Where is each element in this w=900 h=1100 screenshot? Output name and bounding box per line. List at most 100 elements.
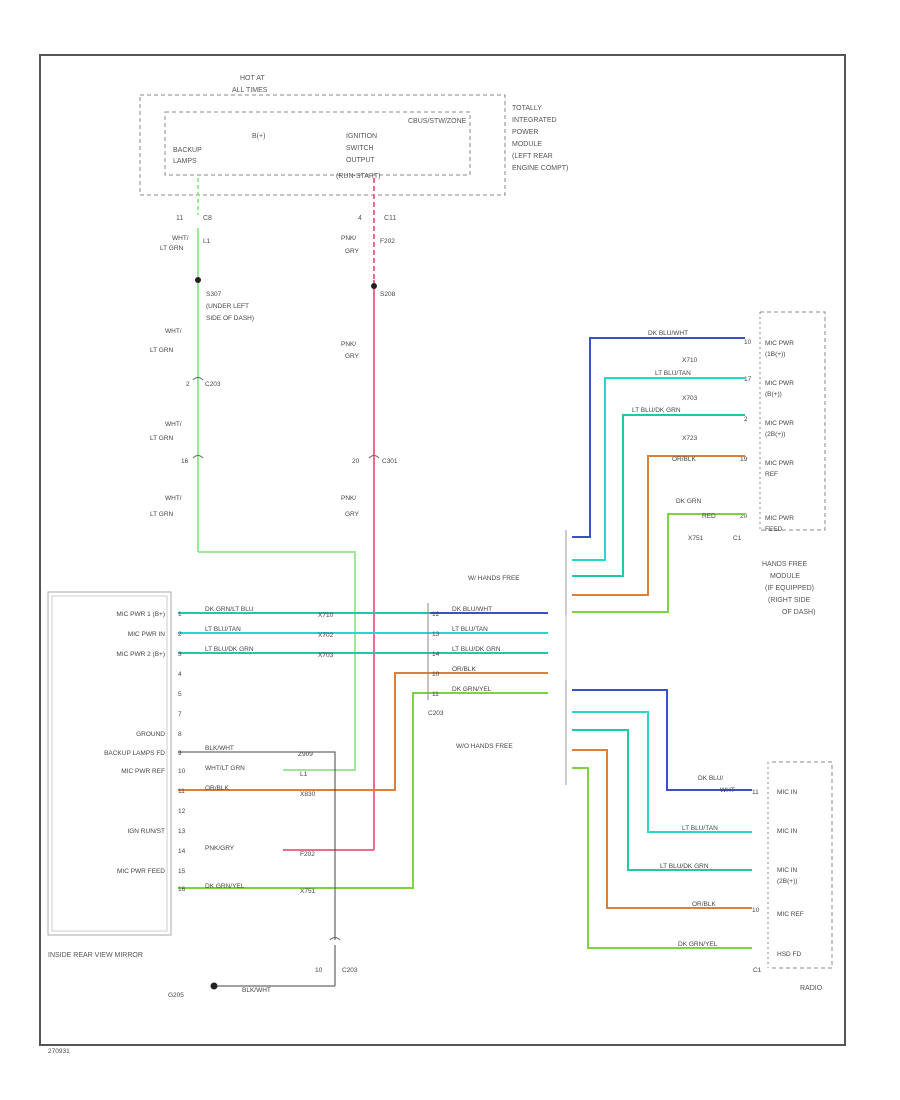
tipm-hot-at: HOT AT [240, 75, 265, 82]
c203-r1-wire: DK BLU/WHT [452, 606, 492, 613]
hfm-pin3-num: 2 [744, 416, 748, 423]
c203-r4-wire: OR/BLK [452, 666, 477, 673]
hfm-pin4-l2: REF [765, 471, 778, 478]
mw10-wire: OR/BLK [205, 785, 230, 792]
hfm-wire-or-blk [572, 455, 745, 596]
lw-seg1-a: WHT/ [172, 235, 189, 242]
hfm-pin1-l1: MIC PWR [765, 340, 794, 347]
hfm-wire-dkgrn [572, 513, 745, 613]
lw-seg4-a: WHT/ [165, 495, 182, 502]
tipm-label-box: CBUS/STW/ZONE [408, 118, 467, 125]
tipm-ign-1: IGNITION [346, 133, 377, 140]
mirror-pin-number: 15 [178, 868, 186, 875]
mirror-pin-label: MIC PWR 1 (B+) [116, 611, 165, 618]
tipm-backup-1: BACKUP [173, 147, 202, 154]
lw-seg1-circuit: L1 [203, 238, 211, 245]
rw-seg1-circuit: F202 [380, 238, 395, 245]
rw-splice: S208 [380, 291, 396, 298]
lw-splice-3: SIDE OF DASH) [206, 315, 254, 322]
mw1-wire: DK GRN/LT BLU [205, 606, 254, 613]
radio-pin3-label: MIC IN [777, 867, 798, 874]
hfm-pin2-l1: MIC PWR [765, 380, 794, 387]
c203-r2-pin: 13 [432, 631, 440, 638]
rw-seg3-b: GRY [345, 511, 360, 518]
tipm-backup-2: LAMPS [173, 158, 197, 165]
mirror-c203-wires: C203 12 DK BLU/WHT 13 LT BLU/TAN 14 LT B… [178, 603, 548, 940]
hfm-conn: C1 [733, 535, 742, 542]
mirror-name: INSIDE REAR VIEW MIRROR [48, 952, 143, 959]
hfm-wire3-circuit: X703 [682, 395, 698, 402]
radio-wire-orblk [572, 749, 752, 909]
hfm-name-2: MODULE [770, 573, 800, 580]
hfm-pin1-num: 10 [744, 339, 752, 346]
mirror-pin-label: MIC PWR IN [128, 631, 165, 638]
lw-c1-pin: 2 [186, 381, 190, 388]
hfm-pin2-num: 17 [744, 376, 752, 383]
ground-wire-label: BLK/WHT [242, 987, 271, 994]
split-without-hf: W/O HANDS FREE [456, 743, 513, 750]
hfm-wire-ltblu-tan [572, 377, 745, 561]
mw13-circuit: F202 [300, 851, 315, 858]
rw-seg2-a: PNK/ [341, 341, 356, 348]
c203-r5-pin: 11 [432, 691, 439, 698]
mirror-pin-label: MIC PWR REF [121, 768, 165, 775]
mirror-pin-number: 14 [178, 848, 186, 855]
mirror-pin-label: MIC PWR 2 (B+) [116, 651, 165, 658]
hfm-pin4-num: 19 [740, 456, 748, 463]
radio-pin2-label: MIC IN [777, 828, 798, 835]
rw-c-pin: 20 [352, 458, 360, 465]
mirror-pin-label: GROUND [136, 731, 165, 738]
hfm-pin5-l1: MIC PWR [765, 515, 794, 522]
hfm-name-4: (RIGHT SIDE [768, 597, 811, 604]
c203-r1-pin: 12 [432, 611, 440, 618]
lw-conn-mark-2 [192, 455, 204, 459]
backup-wire-route [198, 551, 356, 771]
ground-circuit: 10 C203 BLK/WHT G205 [168, 937, 358, 999]
mirror-pin-label: IGN RUN/ST [127, 828, 165, 835]
c203-r2-wire: LT BLU/TAN [452, 626, 488, 633]
mirror-pin-number: 7 [178, 711, 182, 718]
lw-seg2-b: LT GRN [150, 347, 174, 354]
hfm-wire4-circuit: X723 [682, 435, 698, 442]
mw3-circuit: X703 [318, 652, 334, 659]
mw2-wire: LT BLU/TAN [205, 626, 241, 633]
figure-code: 270931 [48, 1048, 70, 1055]
rw-conn-mark [368, 455, 380, 459]
radio-pin3-label2: (2B(+)) [777, 878, 797, 885]
mirror-box-inner [51, 595, 168, 932]
mirror-pin-number: 9 [178, 750, 182, 757]
ground-id: G205 [168, 992, 184, 999]
hfm-wire1-label: DK BLU/WHT [648, 330, 688, 337]
radio-wire3: LT BLU/DK GRN [660, 863, 709, 870]
ground-conn-mark [329, 937, 341, 941]
splice-s307-dot [195, 277, 201, 283]
hfm-pin5-l2: FEED [765, 526, 783, 533]
mw-ground [178, 751, 336, 940]
mirror-pin-label: MIC PWR FEED [117, 868, 165, 875]
lw-c1: C203 [205, 381, 221, 388]
split-with-hf: W/ HANDS FREE [468, 575, 520, 582]
rw-c: C301 [382, 458, 398, 465]
hfm-pin5-num: 20 [740, 513, 748, 520]
rw-seg3-a: PNK/ [341, 495, 356, 502]
radio-pin4-num: 10 [752, 907, 760, 914]
hfm-wire-dkblu [572, 337, 745, 538]
tipm-pin-right: 4 [358, 215, 362, 222]
tipm-ign-3: OUTPUT [346, 157, 376, 164]
mw13-wire: PNK/GRY [205, 845, 235, 852]
diagram-frame [39, 54, 846, 1046]
hfm-wire3-label: LT BLU/DK GRN [632, 407, 681, 414]
mirror-pin-number: 5 [178, 691, 182, 698]
mirror-pin-number: 2 [178, 631, 182, 638]
mirror-pin-number: 11 [178, 788, 185, 795]
rw-seg1-a: PNK/ [341, 235, 356, 242]
lw-seg3-b: LT GRN [150, 435, 174, 442]
lw-seg1-b: LT GRN [160, 245, 184, 252]
mirror-pin-number: 16 [178, 886, 186, 893]
mirror-pin-label: BACKUP LAMPS FD [104, 750, 165, 757]
tipm-name-4: MODULE [512, 141, 542, 148]
mw15-circuit: X751 [300, 888, 316, 895]
radio-wire-ltblu-tan [572, 711, 752, 833]
